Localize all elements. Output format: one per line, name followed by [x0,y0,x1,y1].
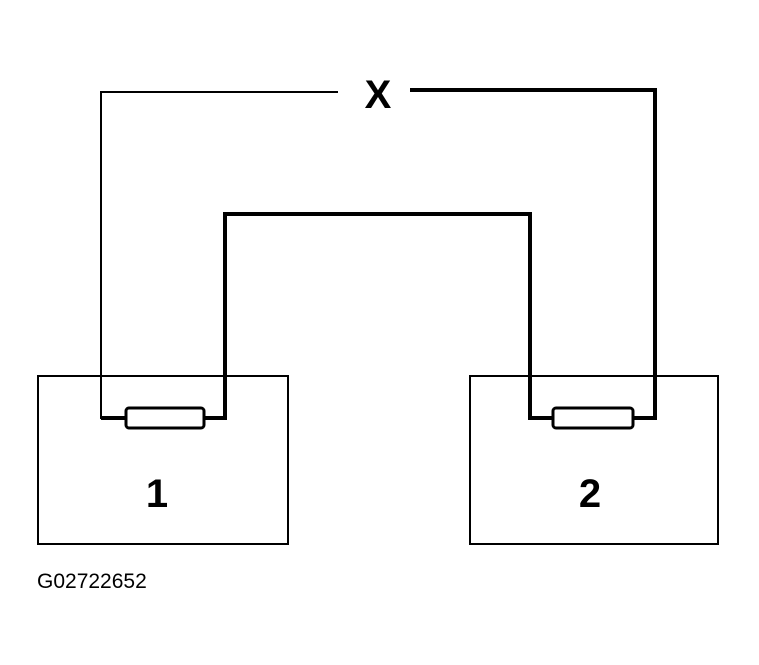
outer-wire-right [410,88,657,420]
break-marker-x: X [365,73,392,117]
outer-wire-left [100,91,338,419]
component-1-label: 1 [146,472,168,516]
inner-wire [205,212,553,420]
figure-reference-code: G02722652 [37,570,147,593]
component-2-box [469,375,719,545]
resistor-2 [551,406,635,430]
component-2-label: 2 [579,472,601,516]
resistor-1 [124,406,206,430]
component-1-box [37,375,289,545]
